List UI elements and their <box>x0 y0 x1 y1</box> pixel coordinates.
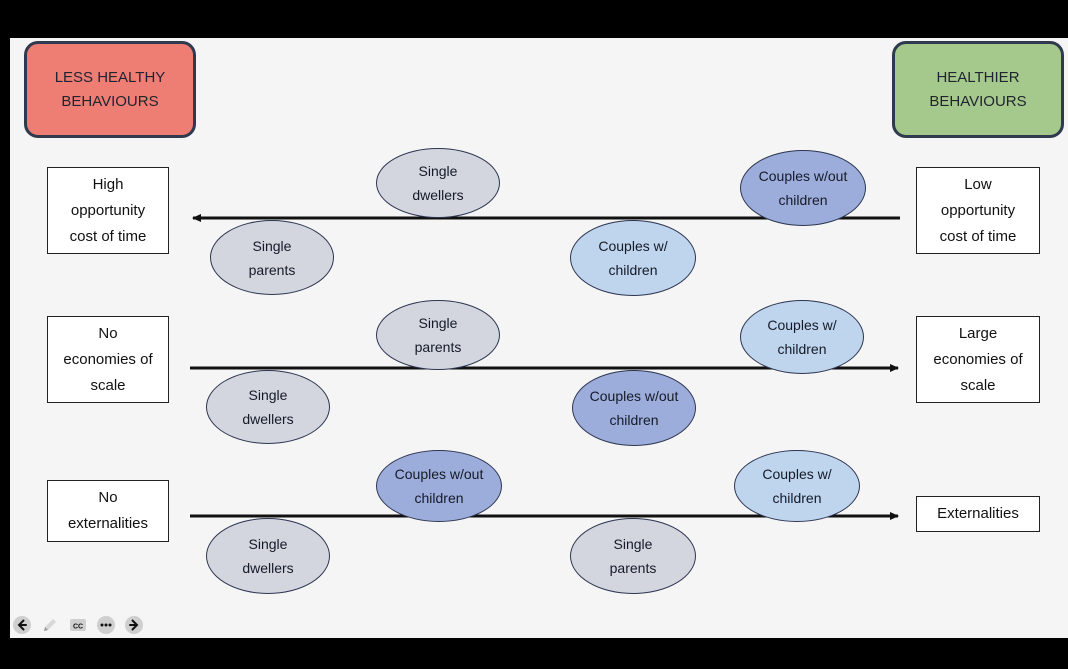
svg-text:CC: CC <box>73 624 83 631</box>
previous-icon[interactable] <box>12 615 32 635</box>
top-letterbox-bar <box>0 0 1068 38</box>
couples-without-children-node: Couples w/out children <box>376 450 502 522</box>
pen-icon[interactable] <box>40 615 60 635</box>
healthier-behaviours-badge: HEALTHIER BEHAVIOURS <box>892 41 1064 138</box>
slideshow-controls: CC <box>12 614 144 636</box>
couples-without-children-node: Couples w/out children <box>572 370 696 446</box>
no-economies-of-scale-box: No economies of scale <box>47 316 169 403</box>
slide: LESS HEALTHY BEHAVIOURS HEALTHIER BEHAVI… <box>10 38 1068 638</box>
externalities-box: Externalities <box>916 496 1040 532</box>
high-opportunity-cost-box: High opportunity cost of time <box>47 167 169 254</box>
couples-with-children-node: Couples w/ children <box>740 300 864 374</box>
couples-with-children-node: Couples w/ children <box>570 220 696 296</box>
less-healthy-behaviours-badge: LESS HEALTHY BEHAVIOURS <box>24 41 196 138</box>
single-parents-node: Single parents <box>210 220 334 295</box>
next-icon[interactable] <box>124 615 144 635</box>
single-dwellers-node: Single dwellers <box>206 518 330 594</box>
bottom-letterbox-bar <box>0 638 1068 669</box>
couples-with-children-node: Couples w/ children <box>734 450 860 522</box>
large-economies-of-scale-box: Large economies of scale <box>916 316 1040 403</box>
single-dwellers-node: Single dwellers <box>376 148 500 218</box>
closed-captions-icon[interactable]: CC <box>68 615 88 635</box>
single-dwellers-node: Single dwellers <box>206 370 330 444</box>
single-parents-node: Single parents <box>570 518 696 594</box>
more-icon[interactable] <box>96 615 116 635</box>
low-opportunity-cost-box: Low opportunity cost of time <box>916 167 1040 254</box>
single-parents-node: Single parents <box>376 300 500 370</box>
couples-without-children-node: Couples w/out children <box>740 150 866 226</box>
no-externalities-box: No externalities <box>47 480 169 542</box>
